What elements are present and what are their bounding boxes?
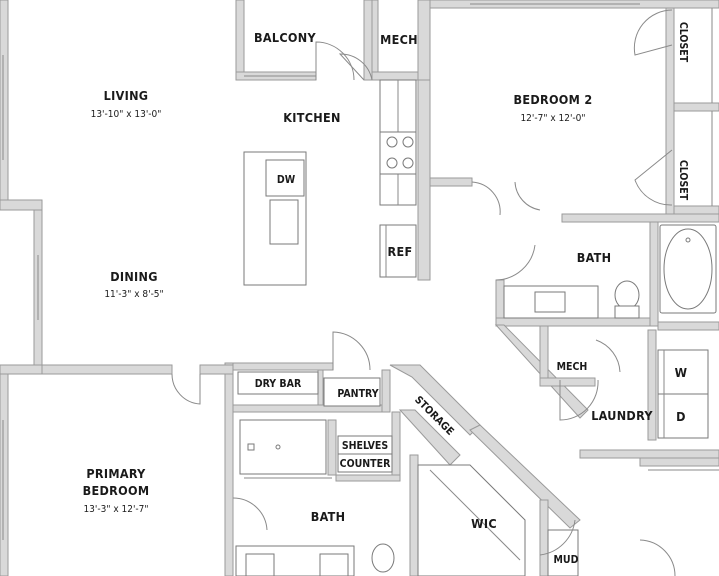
room-name-balcony: BALCONY bbox=[254, 30, 316, 45]
label-shelves: SHELVES bbox=[342, 440, 389, 452]
room-name-wic: WIC bbox=[471, 516, 497, 531]
label-dryer: D bbox=[676, 409, 686, 424]
mud-bench bbox=[547, 529, 579, 576]
island-sink bbox=[269, 199, 299, 245]
room-size-living: 13'-10" x 13'-0" bbox=[91, 109, 162, 120]
toilet bbox=[371, 543, 395, 573]
label-dry-bar: DRY BAR bbox=[255, 378, 302, 390]
room-name-primary-1: PRIMARY bbox=[86, 466, 146, 481]
burner-icon bbox=[386, 136, 398, 148]
room-size-bedroom2: 12'-7" x 12'-0" bbox=[520, 113, 585, 124]
room-name-mech-laundry: MECH bbox=[557, 361, 588, 373]
sink bbox=[534, 291, 566, 313]
tub-basin bbox=[663, 228, 713, 310]
room-name-dining: DINING bbox=[110, 269, 158, 284]
burner-icon bbox=[386, 157, 398, 169]
toilet bbox=[614, 280, 640, 310]
room-name-laundry: LAUNDRY bbox=[591, 408, 653, 423]
label-pantry: PANTRY bbox=[337, 388, 378, 400]
burner-icon bbox=[402, 157, 414, 169]
room-name-primary-2: BEDROOM bbox=[83, 483, 150, 498]
room-size-primary: 13'-3" x 12'-7" bbox=[83, 504, 148, 515]
room-size-dining: 11'-3" x 8'-5" bbox=[104, 289, 163, 300]
counter bbox=[337, 453, 393, 473]
room-name-living: LIVING bbox=[104, 88, 149, 103]
sink bbox=[319, 553, 349, 576]
room-name-mech-top: MECH bbox=[380, 32, 418, 47]
doors bbox=[171, 9, 676, 576]
dryer bbox=[657, 393, 709, 439]
room-name-closet-b: CLOSET bbox=[677, 160, 689, 201]
room-name-bath2: BATH bbox=[577, 250, 612, 265]
dishwasher bbox=[265, 159, 305, 197]
room-name-mud: MUD bbox=[554, 554, 579, 566]
room-name-closet-a: CLOSET bbox=[677, 22, 689, 63]
dry-bar bbox=[237, 371, 319, 395]
label-washer: W bbox=[675, 365, 688, 380]
fixture-labels: DW REF DRY BAR PANTRY STORAGE SHELVES CO… bbox=[255, 174, 688, 470]
sink bbox=[245, 553, 275, 576]
room-name-kitchen: KITCHEN bbox=[283, 110, 340, 125]
burner-icon bbox=[402, 136, 414, 148]
washer bbox=[657, 349, 709, 395]
pantry bbox=[323, 377, 381, 407]
room-name-bath1: BATH bbox=[311, 509, 346, 524]
label-dw: DW bbox=[277, 174, 296, 186]
label-ref: REF bbox=[388, 244, 413, 259]
room-labels: LIVING 13'-10" x 13'-0" DINING 11'-3" x … bbox=[83, 22, 689, 566]
fixtures bbox=[235, 79, 717, 576]
room-name-bedroom2: BEDROOM 2 bbox=[514, 92, 593, 107]
label-counter: COUNTER bbox=[340, 458, 391, 470]
